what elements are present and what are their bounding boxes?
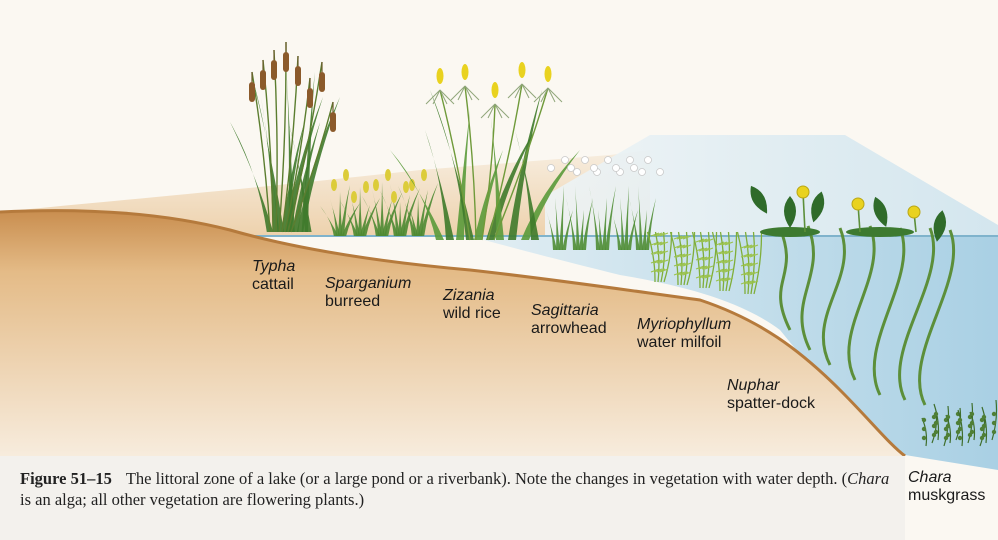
label-nuphar: Nuphar spatter-dock (727, 377, 815, 413)
zizania-common-name: wild rice (443, 305, 501, 323)
chara-common-name: muskgrass (908, 487, 985, 505)
label-myriophyllum: Myriophyllum water milfoil (637, 316, 731, 352)
label-typha: Typha cattail (252, 258, 295, 294)
sparganium-latin-name: Sparganium (325, 275, 411, 293)
nuphar-latin-name: Nuphar (727, 377, 815, 395)
caption-part-1: The littoral zone of a lake (or a large … (126, 469, 847, 488)
sparganium-common-name: burreed (325, 293, 411, 311)
label-sagittaria: Sagittaria arrowhead (531, 302, 607, 338)
typha-latin-name: Typha (252, 258, 295, 276)
caption-italic-genus: Chara (847, 469, 889, 488)
figure-caption: Figure 51–15 The littoral zone of a lake … (0, 456, 905, 540)
caption-part-2: is an alga; all other vegetation are flo… (20, 490, 364, 509)
sagittaria-latin-name: Sagittaria (531, 302, 607, 320)
sagittaria-common-name: arrowhead (531, 320, 607, 338)
caption-text: Figure 51–15 The littoral zone of a lake … (20, 468, 890, 510)
chara-latin-name: Chara (908, 469, 985, 487)
myriophyllum-common-name: water milfoil (637, 334, 731, 352)
label-zizania: Zizania wild rice (443, 287, 501, 323)
myriophyllum-latin-name: Myriophyllum (637, 316, 731, 334)
nuphar-common-name: spatter-dock (727, 395, 815, 413)
label-sparganium: Sparganium burreed (325, 275, 411, 311)
water-surface (545, 135, 998, 236)
zizania-latin-name: Zizania (443, 287, 501, 305)
typha-common-name: cattail (252, 276, 295, 294)
label-chara: Chara muskgrass (908, 469, 985, 505)
figure-number: Figure 51–15 (20, 469, 112, 488)
